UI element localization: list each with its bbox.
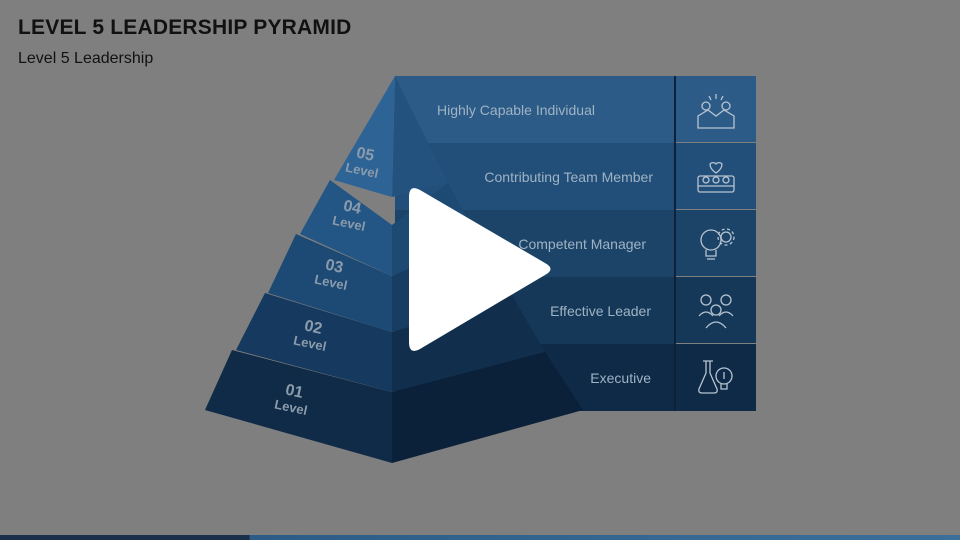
row-band-5 [395,76,675,143]
tier-5-right [392,76,448,197]
slide-title: LEVEL 5 LEADERSHIP PYRAMID [18,16,352,39]
tier-1-left [205,350,392,463]
tier-3-left [268,234,392,332]
tier-1-right [392,352,583,463]
level-2-label: Effective Leader [550,303,651,319]
group-people-icon [698,294,734,329]
pyramid [205,76,583,463]
idea-lab-flask-icon [698,360,733,394]
tier-4-left [300,180,392,276]
level-4-label: Contributing Team Member [484,169,653,185]
tier-5-left [334,76,395,197]
progress-strip [0,535,960,540]
icon-cell-3 [676,210,756,276]
team-collaboration-icon [697,94,735,129]
tier-2-right [392,295,545,392]
lightbulb-gear-icon [700,228,735,260]
team-members-heart-icon [697,162,735,193]
tier-2-left [236,293,392,392]
level-3-label: Competent Manager [518,236,646,252]
slide-subtitle: Level 5 Leadership [18,50,154,67]
icon-cell-2 [676,277,756,343]
play-icon [409,188,551,351]
icon-cell-5 [676,76,756,142]
level-1-label: Executive [590,370,651,386]
level-5-label: Highly Capable Individual [437,102,595,118]
